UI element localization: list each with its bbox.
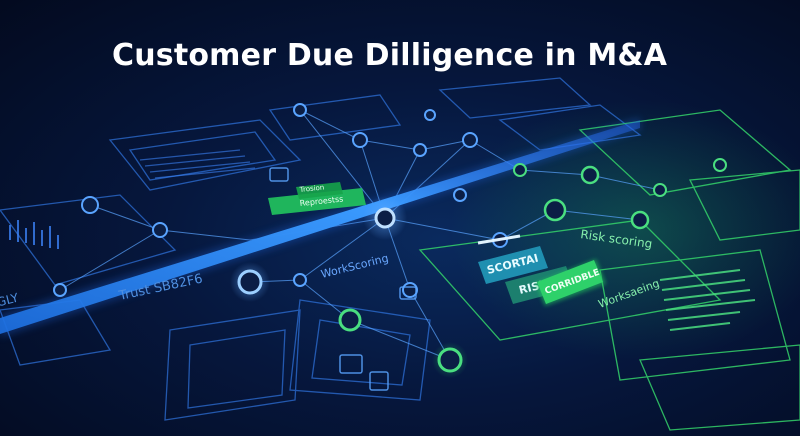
workscoring-label: WorkScoring	[320, 252, 390, 281]
card-label-1: Trosion	[298, 183, 324, 194]
page-title: Customer Due Dilligence in M&A	[112, 38, 668, 73]
edge-label: GLY	[0, 290, 21, 309]
